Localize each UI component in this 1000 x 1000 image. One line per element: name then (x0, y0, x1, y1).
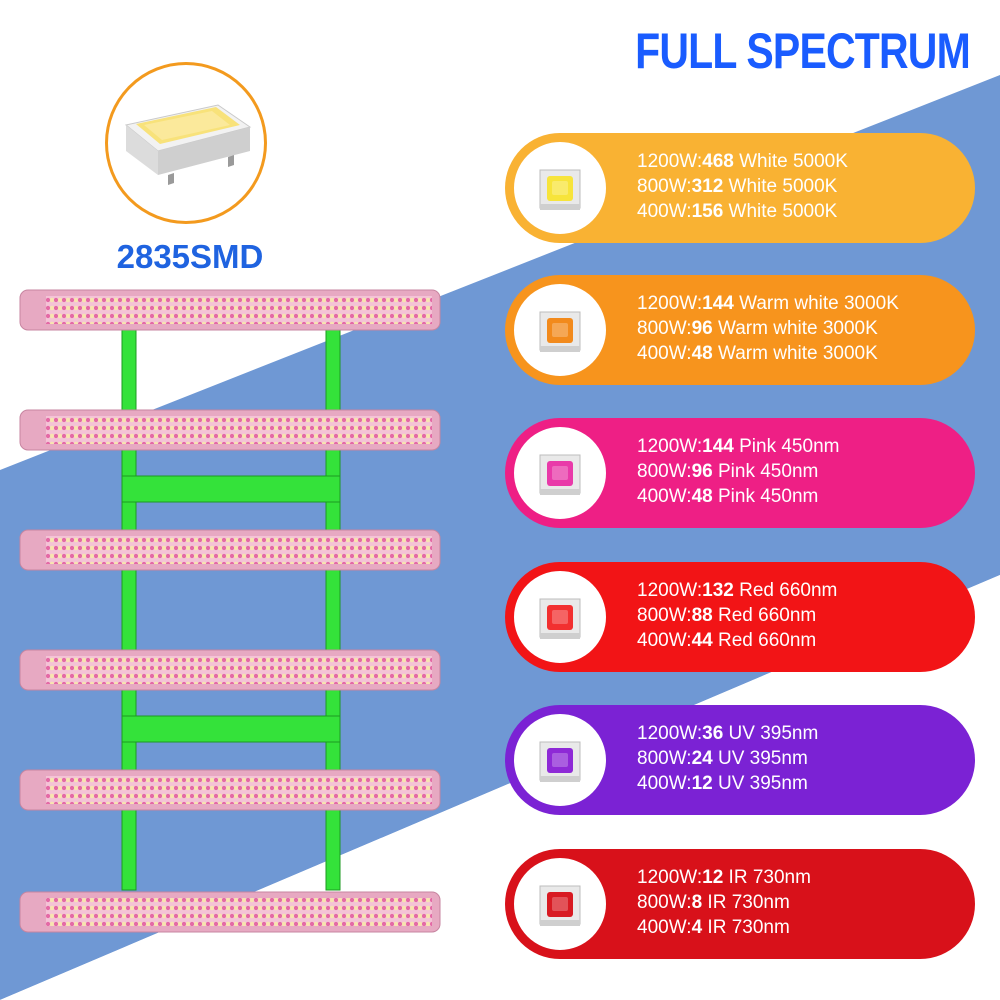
spectrum-line: 800W:88 Red 660nm (637, 605, 817, 626)
spectrum-line: 400W:48 Pink 450nm (637, 486, 819, 507)
spectrum-pill-white: 1200W:468 White 5000K 800W:312 White 500… (505, 133, 975, 243)
spectrum-pill-pink: 1200W:144 Pink 450nm 800W:96 Pink 450nm … (505, 418, 975, 528)
spectrum-pill-ir: 1200W:12 IR 730nm 800W:8 IR 730nm 400W:4… (505, 849, 975, 959)
led-chip-uv-icon (539, 741, 581, 782)
spectrum-pill-uv: 1200W:36 UV 395nm 800W:24 UV 395nm 400W:… (505, 705, 975, 815)
light-bar-3 (19, 529, 441, 571)
led-chip-red-icon (539, 598, 581, 639)
light-bar-1 (19, 289, 441, 331)
spectrum-line: 800W:96 Pink 450nm (637, 461, 819, 482)
spectrum-lines: 1200W:12 IR 730nm 800W:8 IR 730nm 400W:4… (637, 865, 811, 940)
spectrum-lines: 1200W:36 UV 395nm 800W:24 UV 395nm 400W:… (637, 721, 818, 796)
led-chip-icon (511, 568, 609, 666)
spectrum-lines: 1200W:144 Warm white 3000K 800W:96 Warm … (637, 291, 899, 366)
led-chip-icon (511, 711, 609, 809)
light-bars (19, 289, 441, 933)
spectrum-line: 1200W:468 White 5000K (637, 151, 848, 172)
spectrum-lines: 1200W:132 Red 660nm 800W:88 Red 660nm 40… (637, 578, 837, 653)
spectrum-line: 400W:156 White 5000K (637, 201, 838, 222)
spectrum-lines: 1200W:468 White 5000K 800W:312 White 500… (637, 149, 848, 224)
led-chip-ir-icon (539, 885, 581, 926)
page-title: FULL SPECTRUM (635, 23, 971, 79)
led-chip-icon (511, 424, 609, 522)
led-chip-icon (511, 281, 609, 379)
led-chip-pink-icon (539, 454, 581, 495)
spectrum-line: 1200W:12 IR 730nm (637, 867, 811, 888)
spectrum-line: 800W:96 Warm white 3000K (637, 318, 878, 339)
light-bar-5 (19, 769, 441, 811)
spectrum-pill-red: 1200W:132 Red 660nm 800W:88 Red 660nm 40… (505, 562, 975, 672)
led-chip-white-icon (539, 169, 581, 210)
smd-label: 2835SMD (116, 238, 264, 275)
spectrum-line: 800W:312 White 5000K (637, 176, 838, 197)
smd-chip-image (105, 62, 267, 224)
spectrum-line: 1200W:36 UV 395nm (637, 723, 819, 744)
spectrum-line: 800W:24 UV 395nm (637, 748, 808, 769)
spectrum-lines: 1200W:144 Pink 450nm 800W:96 Pink 450nm … (637, 434, 839, 509)
led-chip-icon (511, 139, 609, 237)
led-chip-icon (511, 855, 609, 953)
spectrum-line: 400W:48 Warm white 3000K (637, 343, 878, 364)
light-bar-6 (19, 891, 441, 933)
spectrum-line: 400W:12 UV 395nm (637, 773, 808, 794)
spectrum-line: 400W:4 IR 730nm (637, 917, 790, 938)
spectrum-line: 800W:8 IR 730nm (637, 892, 790, 913)
light-bar-4 (19, 649, 441, 691)
spectrum-line: 400W:44 Red 660nm (637, 630, 817, 651)
spectrum-line: 1200W:144 Pink 450nm (637, 436, 840, 457)
spectrum-line: 1200W:144 Warm white 3000K (637, 293, 899, 314)
light-bar-2 (19, 409, 441, 451)
led-chip-warm-icon (539, 311, 581, 352)
light-bar-frame (19, 289, 441, 933)
spectrum-pill-warm: 1200W:144 Warm white 3000K 800W:96 Warm … (505, 275, 975, 385)
spectrum-line: 1200W:132 Red 660nm (637, 580, 838, 601)
